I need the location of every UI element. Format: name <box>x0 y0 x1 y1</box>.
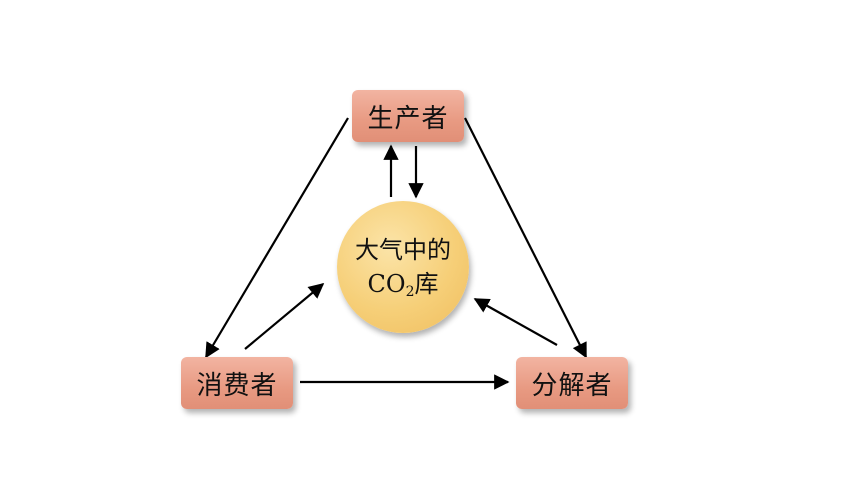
arrow-consumer-to-co2 <box>244 283 325 350</box>
arrow-producer-to-decomposer <box>464 117 587 359</box>
co2-formula-co: CO <box>367 270 406 298</box>
decomposer-label: 分解者 <box>531 370 613 401</box>
co2-formula-subscript: 2 <box>405 284 415 300</box>
arrow-producer-to-consumer <box>205 117 349 359</box>
producer-label: 生产者 <box>367 103 449 134</box>
atmospheric-co2-pool-node: 大气中的 CO2库 <box>337 201 469 333</box>
consumer-label: 消费者 <box>196 370 278 401</box>
decomposer-node: 分解者 <box>516 357 628 409</box>
consumer-node: 消费者 <box>181 357 293 409</box>
co2-pool-suffix: 库 <box>414 270 439 298</box>
co2-pool-label-line1: 大气中的 <box>355 236 451 264</box>
producer-node: 生产者 <box>352 90 464 142</box>
arrow-decomposer-to-co2 <box>473 298 558 346</box>
co2-pool-label-line2: CO2库 <box>368 267 439 301</box>
